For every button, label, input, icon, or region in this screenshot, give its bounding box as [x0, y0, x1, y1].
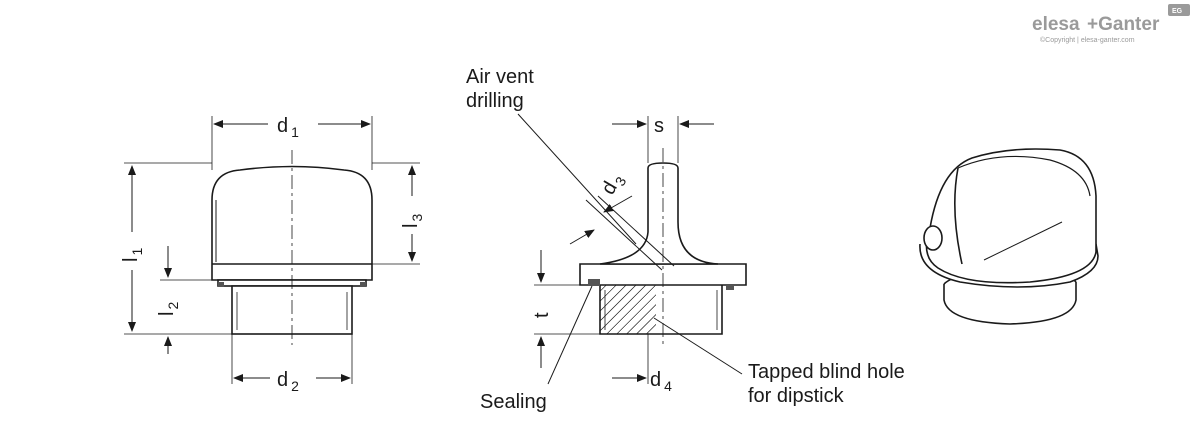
label-tapped-line1: Tapped blind hole: [748, 361, 905, 383]
label-air-vent-line1: Air vent: [466, 66, 534, 88]
section-hatch-fill: [600, 285, 656, 334]
d3-arrow-top: [603, 195, 633, 213]
sealing-leader: [547, 285, 593, 385]
brand-logo: elesa +Ganter EG ©Copyright | elesa-gant…: [1032, 4, 1190, 44]
section-view: [517, 113, 747, 385]
front-view: [124, 116, 420, 384]
label-l2: l2: [156, 302, 181, 316]
iso-knob-body: [925, 148, 1097, 284]
seal-right: [360, 282, 366, 287]
logo-text-ganter: +Ganter: [1087, 14, 1160, 35]
tapped-hole-leader: [653, 317, 743, 375]
label-t: t: [531, 312, 553, 318]
section-seal-right: [726, 285, 734, 290]
label-l3: l3: [400, 214, 425, 228]
seal-left: [218, 282, 224, 287]
isometric-view: [919, 148, 1099, 325]
label-s: s: [654, 115, 664, 137]
label-l1: l1: [120, 248, 145, 262]
iso-side-nub: [923, 225, 943, 251]
label-sealing: Sealing: [480, 391, 547, 413]
logo-badge-text: EG: [1172, 8, 1183, 15]
air-vent-line-1: [585, 199, 663, 271]
logo-badge-box: [1168, 4, 1190, 16]
section-seal: [588, 279, 600, 286]
label-air-vent-line2: drilling: [466, 90, 524, 112]
iso-fin-curve: [954, 167, 963, 265]
d3-arrow-bottom: [569, 229, 595, 245]
label-tapped-line2: for dipstick: [748, 385, 845, 407]
iso-base-cylinder: [943, 282, 1077, 325]
logo-copyright: ©Copyright | elesa-ganter.com: [1040, 36, 1135, 44]
iso-fin-front: [957, 155, 1091, 197]
section-fin: [599, 162, 719, 265]
logo-text-elesa: elesa: [1032, 14, 1080, 35]
iso-highlight-line: [983, 221, 1063, 261]
air-vent-leader: [517, 113, 637, 245]
knob-head-outline: [211, 165, 373, 281]
label-d3: d3: [597, 169, 629, 200]
